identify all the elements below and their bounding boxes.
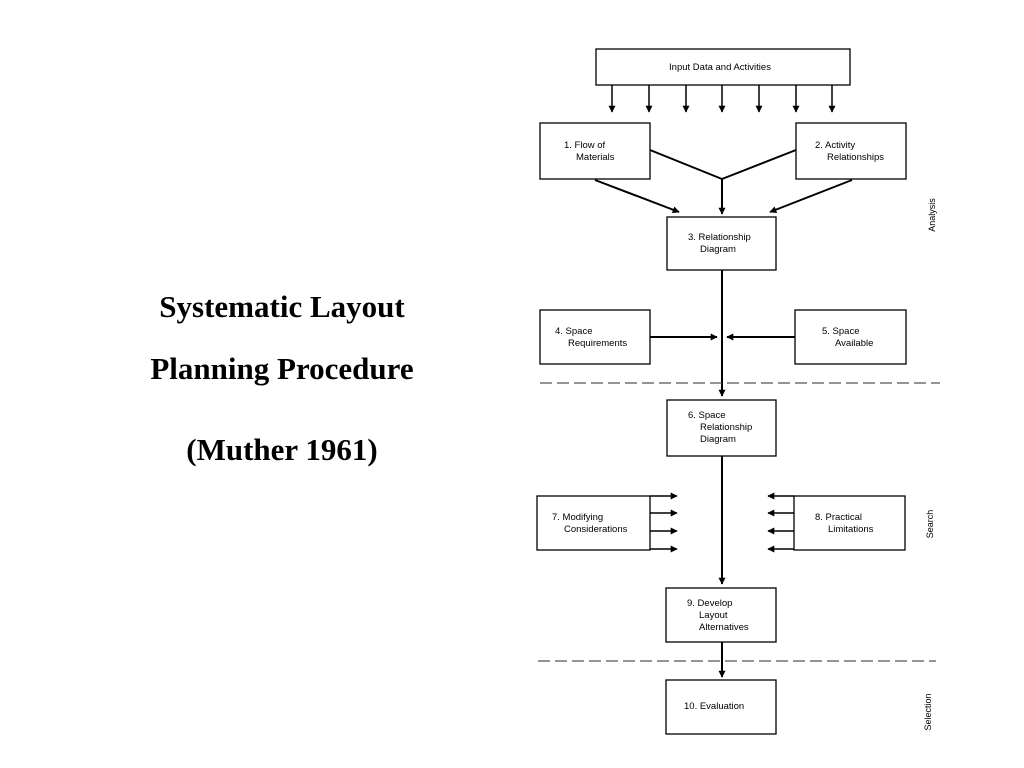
connector-arrow (594, 179, 680, 214)
input-data-label: Input Data and Activities (669, 62, 771, 73)
space-relationship-diagram-label-3: Diagram (700, 434, 736, 445)
connector-line (649, 149, 723, 180)
space-relationship-diagram-label-1: 6. Space (688, 410, 726, 421)
evaluation-box: 10. Evaluation (665, 679, 777, 735)
space-relationship-diagram-label-2: Relationship (700, 422, 752, 433)
relationship-diagram-box: 3. Relationship Diagram (666, 216, 777, 271)
develop-layout-alternatives-label-1: 9. Develop (687, 598, 732, 609)
activity-relationships-label-2: Relationships (827, 152, 884, 163)
space-available-box: 5. Space Available (794, 309, 907, 365)
practical-limitations-label-1: 8. Practical (815, 512, 862, 523)
space-relationship-diagram-box: 6. Space Relationship Diagram (666, 399, 777, 457)
input-arrows (608, 85, 836, 113)
connector-arrow (769, 179, 853, 213)
practical-limitations-label-2: Limitations (828, 524, 874, 535)
modifying-considerations-label-2: Considerations (564, 524, 628, 535)
activity-relationships-label-1: 2. Activity (815, 140, 855, 151)
practical-limitations-arrows (767, 492, 794, 553)
flow-of-materials-label-2: Materials (576, 152, 615, 163)
relationship-diagram-label-2: Diagram (700, 244, 736, 255)
modifying-considerations-arrows (650, 492, 678, 553)
title-line-2: Planning Procedure (150, 351, 414, 386)
phase-label-search: Search (925, 510, 935, 539)
relationship-diagram-label-1: 3. Relationship (688, 232, 751, 243)
practical-limitations-box: 8. Practical Limitations (793, 495, 906, 551)
space-available-label-1: 5. Space (822, 326, 860, 337)
phase-label-analysis: Analysis (927, 198, 937, 232)
space-requirements-box: 4. Space Requirements (539, 309, 651, 365)
flow-of-materials-label-1: 1. Flow of (564, 140, 606, 151)
analysis-connectors (594, 149, 853, 215)
activity-relationships-box: 2. Activity Relationships (795, 122, 907, 180)
space-requirements-label-2: Requirements (568, 338, 627, 349)
phase-label-selection: Selection (923, 693, 933, 730)
develop-layout-alternatives-label-3: Alternatives (699, 622, 749, 633)
connector-line (721, 149, 797, 180)
space-requirements-label-1: 4. Space (555, 326, 593, 337)
modifying-considerations-box: 7. Modifying Considerations (536, 495, 651, 551)
input-data-box: Input Data and Activities (595, 48, 851, 86)
evaluation-label: 10. Evaluation (684, 701, 744, 712)
develop-layout-alternatives-label-2: Layout (699, 610, 728, 621)
develop-layout-alternatives-box: 9. Develop Layout Alternatives (665, 587, 777, 643)
modifying-considerations-label-1: 7. Modifying (552, 512, 603, 523)
title-citation: (Muther 1961) (186, 432, 378, 467)
space-available-label-2: Available (835, 338, 873, 349)
title-line-1: Systematic Layout (159, 289, 405, 324)
flow-of-materials-box: 1. Flow of Materials (539, 122, 651, 180)
